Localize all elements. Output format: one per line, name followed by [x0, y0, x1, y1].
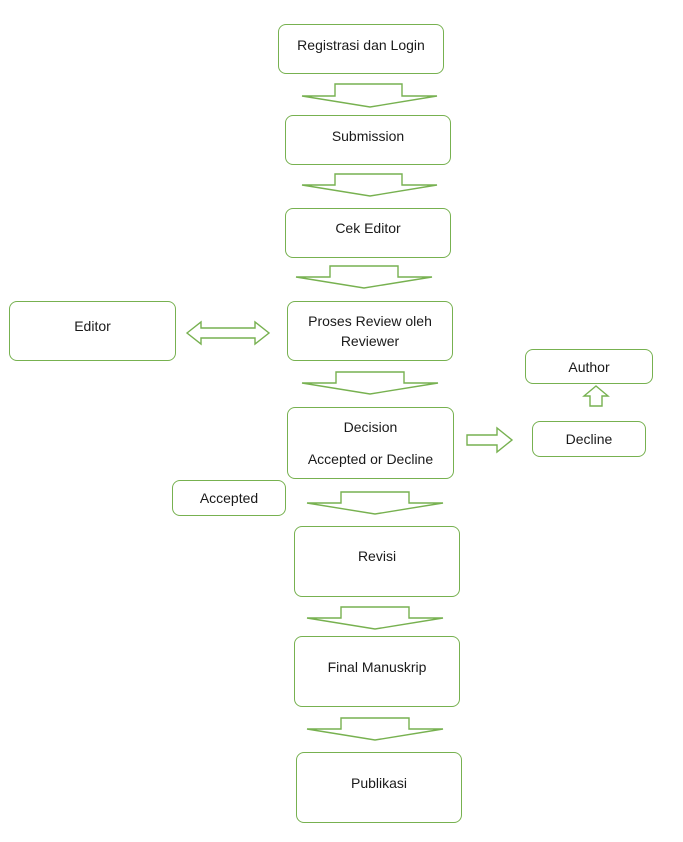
arrow-down-final-publikasi	[306, 717, 444, 741]
author-node: Author	[525, 349, 653, 384]
arrow-down-submission-cek-editor	[301, 173, 438, 197]
arrow-right-decision-decline	[466, 426, 514, 454]
submission-label: Submission	[331, 128, 405, 144]
arrow-down-registrasi-submission	[301, 83, 438, 108]
editor-node: Editor	[9, 301, 176, 361]
final-manuskrip-label: Final Manuskrip	[327, 659, 427, 675]
decision-subtitle: Accepted or Decline	[307, 451, 434, 467]
proses-review-label: Proses Review oleh Reviewer	[308, 313, 432, 349]
decline-label: Decline	[565, 431, 613, 447]
arrow-bidirectional-editor-review	[185, 320, 271, 346]
registrasi-login-label: Registrasi dan Login	[297, 37, 425, 53]
arrow-down-cek-editor-review	[295, 265, 433, 289]
decision-node: Decision Accepted or Decline	[287, 407, 454, 479]
arrow-up-decline-author	[582, 385, 610, 407]
decline-node: Decline	[532, 421, 646, 457]
submission-node: Submission	[285, 115, 451, 165]
registrasi-login-node: Registrasi dan Login	[278, 24, 444, 74]
arrow-down-decision-revisi	[306, 491, 444, 515]
revisi-label: Revisi	[357, 548, 397, 564]
revisi-node: Revisi	[294, 526, 460, 597]
accepted-label: Accepted	[199, 490, 259, 506]
final-manuskrip-node: Final Manuskrip	[294, 636, 460, 707]
arrow-down-revisi-final	[306, 606, 444, 630]
proses-review-node: Proses Review oleh Reviewer	[287, 301, 453, 361]
accepted-node: Accepted	[172, 480, 286, 516]
editor-label: Editor	[74, 318, 111, 334]
publikasi-label: Publikasi	[350, 775, 408, 791]
cek-editor-node: Cek Editor	[285, 208, 451, 258]
arrow-down-review-decision	[301, 371, 439, 395]
decision-title: Decision	[343, 419, 398, 435]
author-label: Author	[568, 359, 610, 375]
publikasi-node: Publikasi	[296, 752, 462, 823]
cek-editor-label: Cek Editor	[335, 220, 401, 236]
